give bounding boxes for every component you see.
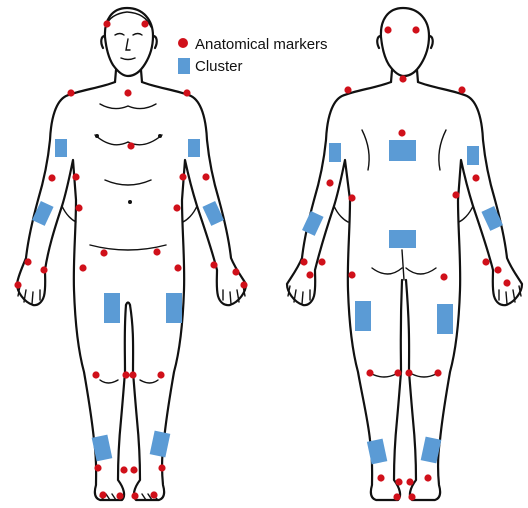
cluster-back-shank-left xyxy=(367,439,387,465)
clusters xyxy=(32,139,503,464)
anatomical-marker xyxy=(14,281,21,288)
cluster-back-thigh-right xyxy=(437,304,453,334)
anatomical-marker xyxy=(406,478,413,485)
back-body-outline-left xyxy=(287,82,402,500)
cluster-front-thigh-right xyxy=(166,293,182,323)
anatomical-marker xyxy=(306,271,313,278)
legend-marker-symbol xyxy=(178,38,188,48)
anatomical-marker xyxy=(103,20,110,27)
anatomical-marker xyxy=(99,491,106,498)
back-body-outline-right xyxy=(406,82,522,500)
anatomical-marker xyxy=(472,174,479,181)
legend: Anatomical markers Cluster xyxy=(178,36,328,75)
anatomical-marker xyxy=(434,369,441,376)
cluster-front-upper-arm-right xyxy=(188,139,200,157)
anatomical-marker xyxy=(394,369,401,376)
anatomical-marker xyxy=(240,281,247,288)
anatomical-marker xyxy=(127,142,134,149)
cluster-back-thorax xyxy=(389,140,416,161)
anatomical-marker xyxy=(153,248,160,255)
cluster-back-pelvis xyxy=(389,230,416,248)
anatomical-marker xyxy=(398,129,405,136)
legend-marker-label: Anatomical markers xyxy=(195,36,328,53)
cluster-back-upper-arm-right xyxy=(467,146,479,165)
cluster-front-forearm-left xyxy=(32,201,54,226)
anatomical-marker xyxy=(183,89,190,96)
anatomical-marker xyxy=(232,268,239,275)
cluster-back-thigh-left xyxy=(355,301,371,331)
anatomical-marker xyxy=(395,478,402,485)
cluster-front-shank-right xyxy=(150,431,171,458)
anatomical-marker xyxy=(440,273,447,280)
anatomical-marker xyxy=(452,191,459,198)
anatomical-marker xyxy=(157,371,164,378)
anatomical-marker xyxy=(40,266,47,273)
anatomical-marker xyxy=(174,264,181,271)
front-body-outline-left xyxy=(17,82,126,500)
anatomical-marker xyxy=(130,466,137,473)
anatomical-marker xyxy=(424,474,431,481)
back-head-outline xyxy=(381,8,429,76)
anatomical-marker xyxy=(24,258,31,265)
anatomical-marker xyxy=(393,493,400,500)
anatomical-marker xyxy=(384,26,391,33)
cluster-front-thigh-left xyxy=(104,293,120,323)
anatomical-marker xyxy=(412,26,419,33)
anatomical-marker xyxy=(458,86,465,93)
anatomical-marker xyxy=(141,20,148,27)
anatomical-marker xyxy=(326,179,333,186)
anatomical-marker xyxy=(494,266,501,273)
front-figure xyxy=(17,8,246,500)
anatomical-marker xyxy=(202,173,209,180)
anatomical-marker xyxy=(94,464,101,471)
anatomical-marker xyxy=(348,271,355,278)
anatomical-marker xyxy=(210,261,217,268)
anatomical-marker xyxy=(408,493,415,500)
anatomical-marker xyxy=(48,174,55,181)
anatomical-marker xyxy=(179,173,186,180)
legend-cluster-label: Cluster xyxy=(195,58,243,75)
anatomical-marker xyxy=(318,258,325,265)
cluster-back-forearm-right xyxy=(481,206,503,231)
anatomical-marker xyxy=(124,89,131,96)
anatomical-marker xyxy=(150,491,157,498)
anatomical-marker xyxy=(348,194,355,201)
anatomical-marker xyxy=(173,204,180,211)
anatomical-marker xyxy=(344,86,351,93)
anatomical-marker xyxy=(75,204,82,211)
cluster-front-upper-arm-left xyxy=(55,139,67,157)
anatomical-marker xyxy=(131,492,138,499)
anatomical-marker xyxy=(67,89,74,96)
anatomical-marker xyxy=(92,371,99,378)
anatomical-marker xyxy=(300,258,307,265)
anatomical-marker xyxy=(100,249,107,256)
anatomical-marker xyxy=(72,173,79,180)
anatomical-marker xyxy=(129,371,136,378)
anatomical-marker xyxy=(482,258,489,265)
anatomical-marker xyxy=(503,279,510,286)
anatomical-marker xyxy=(158,464,165,471)
anatomical-marker xyxy=(120,466,127,473)
anatomical-marker xyxy=(79,264,86,271)
anatomical-markers xyxy=(14,20,510,500)
anatomical-marker xyxy=(405,369,412,376)
legend-cluster-symbol xyxy=(178,58,190,74)
cluster-back-upper-arm-left xyxy=(329,143,341,162)
anatomical-marker xyxy=(399,75,406,82)
anatomical-marker xyxy=(366,369,373,376)
anatomical-marker xyxy=(122,371,129,378)
anatomical-marker xyxy=(377,474,384,481)
anatomical-marker xyxy=(116,492,123,499)
